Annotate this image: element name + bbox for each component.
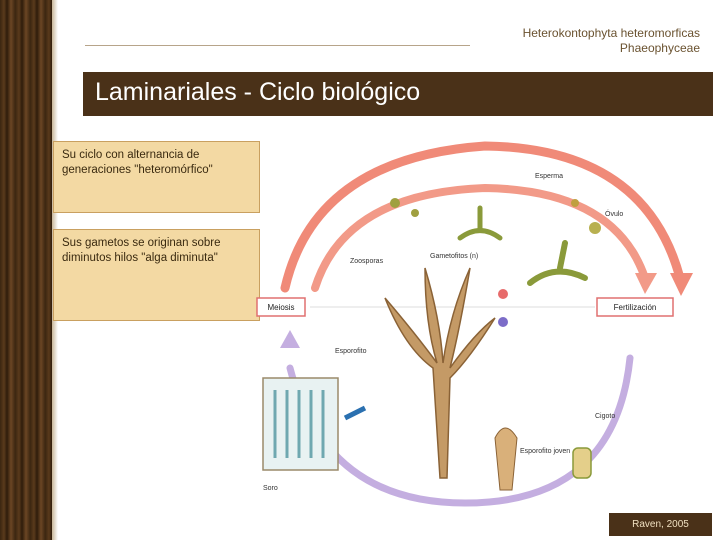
subject-line-1: Heterokontophyta heteromorficas [470, 26, 700, 41]
life-cycle-diagram: Meiosis Fertilización Gametofitos (n) Zo… [255, 118, 715, 510]
egg-label: Óvulo [605, 209, 623, 218]
zoospore-2 [411, 209, 419, 217]
zygote-cell [573, 448, 591, 478]
gametophyte-female [530, 243, 585, 283]
credit-badge: Raven, 2005 [609, 513, 712, 536]
note-box-alternation: Su ciclo con alternancia de generaciones… [53, 141, 260, 213]
young-sporophyte-label: Esporofito joven [520, 448, 570, 455]
diploid-symbol [498, 317, 508, 327]
note-text-gametes: Sus gametos se originan sobre diminutos … [62, 237, 221, 264]
haploid-arrow-inner [315, 188, 645, 288]
sorus-label: Soro [263, 485, 278, 492]
zygote-label: Cigoto [595, 413, 615, 420]
wood-panel-decoration [0, 0, 52, 540]
sporophyte-kelp [385, 268, 495, 478]
diploid-arrow-head [280, 330, 300, 348]
header-rule [85, 45, 470, 46]
sorus-pointer [345, 408, 365, 418]
subject-line-2: Phaeophyceae [470, 41, 700, 56]
haploid-arrow-head-outer [670, 273, 693, 296]
sperm-cell [571, 199, 579, 207]
haploid-symbol [498, 289, 508, 299]
gametophyte-male [460, 208, 500, 238]
gametophytes-label: Gametofitos (n) [430, 253, 478, 260]
zoospore-1 [390, 198, 400, 208]
note-text-alternation: Su ciclo con alternancia de generaciones… [62, 149, 213, 176]
zoospores-label: Zoosporas [350, 258, 384, 265]
diploid-arrow [290, 358, 630, 503]
egg-cell [589, 222, 601, 234]
haploid-arrow-head-inner [635, 273, 657, 294]
sporophyte-label: Esporofito [335, 348, 367, 355]
fertilization-label: Fertilización [614, 303, 657, 312]
slide-title: Laminariales - Ciclo biológico [95, 78, 420, 107]
subject-heading: Heterokontophyta heteromorficas Phaeophy… [470, 26, 700, 56]
note-box-gametes: Sus gametos se originan sobre diminutos … [53, 229, 260, 321]
young-sporophyte [495, 428, 517, 490]
sperm-label: Esperma [535, 173, 563, 180]
meiosis-label: Meiosis [267, 303, 294, 312]
